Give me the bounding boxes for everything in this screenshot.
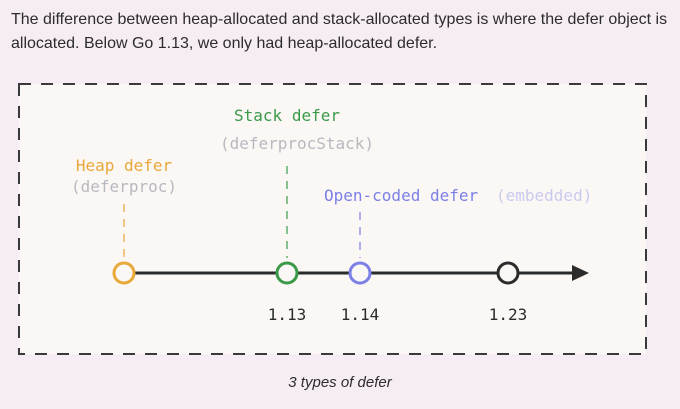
- version-label-1-14: 1.14: [341, 305, 380, 324]
- open-coded-defer-node: [348, 261, 372, 285]
- stack-defer-subtitle: (deferprocStack): [220, 134, 374, 153]
- stack-defer-node: [275, 261, 299, 285]
- version-label-1-23: 1.23: [489, 305, 528, 324]
- intro-line-2: allocated. Below Go 1.13, we only had he…: [11, 35, 438, 52]
- intro-line-1: The difference between heap-allocated an…: [11, 11, 668, 28]
- open-coded-defer-title: Open-coded defer: [324, 186, 478, 205]
- heap-defer-title: Heap defer: [76, 156, 173, 175]
- intro-paragraph: The difference between heap-allocated an…: [11, 8, 671, 56]
- version-label-1-13: 1.13: [268, 305, 307, 324]
- heap-defer-subtitle: (deferproc): [71, 177, 177, 196]
- stack-defer-title: Stack defer: [234, 106, 340, 125]
- timeline-arrowhead: [572, 265, 589, 281]
- version-1-23-node: [496, 261, 520, 285]
- figure-caption: 3 types of defer: [288, 374, 392, 391]
- open-coded-defer-subtitle: (embedded): [496, 186, 592, 205]
- figure-dashed-border: [18, 83, 647, 355]
- heap-defer-node: [112, 261, 136, 285]
